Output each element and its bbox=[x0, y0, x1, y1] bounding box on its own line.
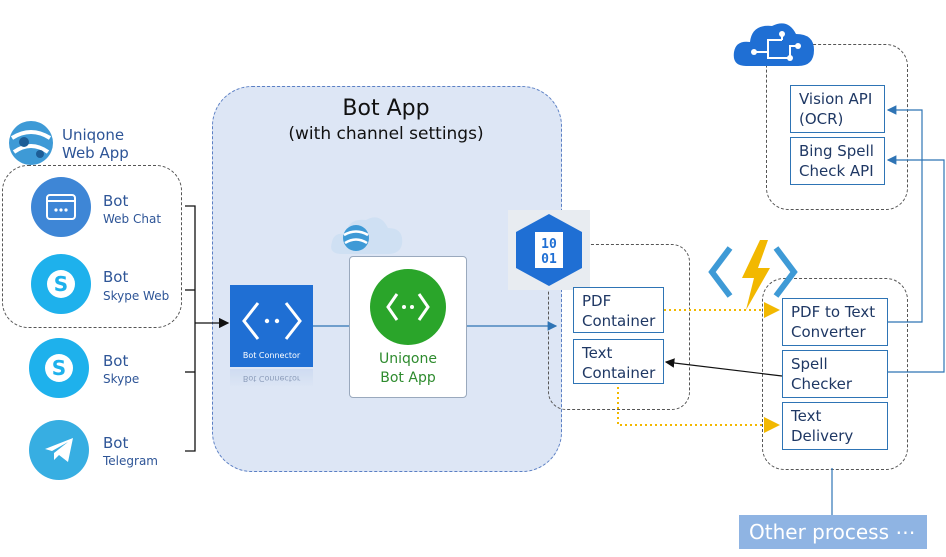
web-channels-group bbox=[2, 165, 182, 328]
blob-storage-icon: 10 01 bbox=[508, 210, 590, 290]
bing-spell-box: Bing Spell Check API bbox=[790, 137, 885, 185]
pdf-container-line2: Container bbox=[582, 312, 656, 330]
svg-text:S: S bbox=[54, 272, 68, 296]
bot-connector-icon bbox=[242, 302, 302, 340]
vision-api-line2: (OCR) bbox=[799, 110, 844, 128]
webapp-label-1: Uniqone bbox=[62, 126, 125, 144]
channel-skype-title: Bot bbox=[103, 352, 129, 370]
uniqone-bot-card: Uniqone Bot App bbox=[349, 256, 467, 398]
pdf-to-text-line2: Converter bbox=[791, 323, 866, 341]
spell-checker-box: Spell Checker bbox=[782, 350, 888, 398]
other-process-box: Other process ⋯ bbox=[739, 515, 927, 549]
bot-connector-label: Bot Connector bbox=[242, 351, 301, 360]
bing-spell-line2: Check API bbox=[799, 162, 874, 180]
channel-skype-sub: Skype bbox=[103, 372, 140, 386]
bot-connector-tile: Bot Connector bbox=[230, 285, 313, 367]
channel-webchat-title: Bot bbox=[103, 192, 129, 210]
bot-app-subtitle: (with channel settings) bbox=[288, 124, 484, 144]
cognitive-services-icon bbox=[732, 18, 816, 70]
text-container-line1: Text bbox=[582, 344, 613, 362]
telegram-icon bbox=[29, 420, 89, 480]
pdf-container-line1: PDF bbox=[582, 292, 612, 310]
channel-skypeweb-title: Bot bbox=[103, 268, 129, 286]
vision-api-box: Vision API (OCR) bbox=[790, 85, 885, 133]
skype-web-icon: S bbox=[31, 254, 91, 314]
spell-checker-line1: Spell bbox=[791, 355, 828, 373]
channel-telegram-title: Bot bbox=[103, 434, 129, 452]
bot-app-title: Bot App bbox=[342, 96, 430, 121]
bing-spell-line1: Bing Spell bbox=[799, 142, 874, 160]
text-container-box: Text Container bbox=[573, 339, 664, 384]
text-delivery-line1: Text bbox=[791, 407, 822, 425]
uniqone-bot-label-2: Bot App bbox=[380, 370, 436, 386]
functions-icon bbox=[708, 240, 798, 312]
spell-checker-line2: Checker bbox=[791, 375, 853, 393]
pdf-to-text-box: PDF to Text Converter bbox=[782, 298, 888, 346]
webapp-label-2: Web App bbox=[62, 144, 129, 162]
webchat-icon bbox=[31, 177, 91, 237]
text-container-line2: Container bbox=[582, 364, 656, 382]
cloud-webapp-icon bbox=[328, 208, 406, 260]
text-delivery-box: Text Delivery bbox=[782, 402, 888, 450]
bot-service-icon bbox=[370, 269, 446, 345]
skype-icon: S bbox=[29, 338, 89, 398]
blob-glyph-bottom: 01 bbox=[541, 252, 557, 267]
bot-connector-reflection: Bot Connector bbox=[230, 369, 313, 387]
vision-api-line1: Vision API bbox=[799, 90, 873, 108]
channel-webchat-sub: Web Chat bbox=[103, 212, 162, 226]
pdf-to-text-line1: PDF to Text bbox=[791, 303, 876, 321]
uniqone-bot-label-1: Uniqone bbox=[379, 351, 437, 367]
pdf-container-box: PDF Container bbox=[573, 287, 664, 333]
blob-glyph-top: 10 bbox=[541, 237, 557, 252]
channel-telegram-sub: Telegram bbox=[103, 454, 158, 468]
webapp-icon bbox=[6, 118, 56, 168]
svg-text:S: S bbox=[52, 356, 66, 380]
text-delivery-line2: Delivery bbox=[791, 427, 854, 445]
channel-skypeweb-sub: Skype Web bbox=[103, 289, 170, 303]
